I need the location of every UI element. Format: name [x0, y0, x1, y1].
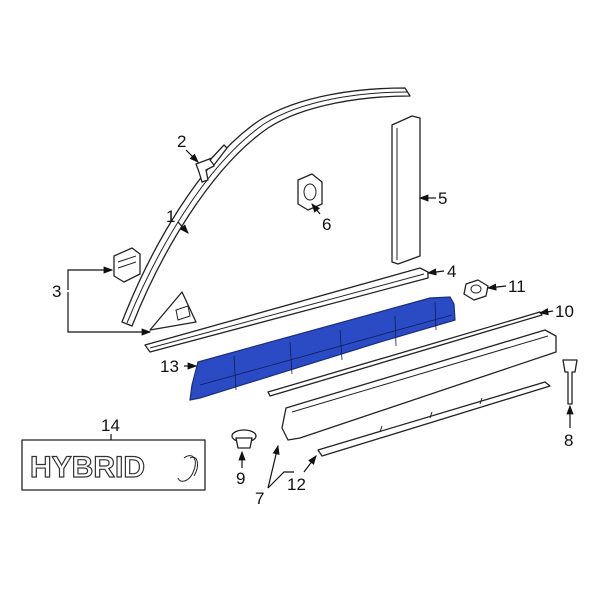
- part-6-bracket[interactable]: [297, 173, 323, 211]
- callout-3: 3: [52, 282, 61, 301]
- part-3-retainer[interactable]: [113, 247, 197, 331]
- part-8-pin[interactable]: [562, 359, 578, 405]
- callout-14: 14: [101, 416, 120, 435]
- callout-10: 10: [555, 302, 574, 321]
- callout-6: 6: [322, 215, 331, 234]
- part-7-rocker-molding[interactable]: [281, 329, 557, 441]
- part-14-hybrid-emblem[interactable]: HYBRID: [21, 439, 206, 491]
- part-11-nut[interactable]: [463, 279, 489, 301]
- part-2-clip[interactable]: [195, 144, 228, 183]
- callout-11: 11: [508, 277, 526, 296]
- leader-lines: [67, 149, 574, 489]
- part-5-pillar-applique[interactable]: [391, 115, 421, 265]
- callout-12: 12: [287, 475, 306, 494]
- callout-8: 8: [564, 431, 573, 450]
- emblem-lettering: HYBRID: [30, 451, 145, 484]
- callout-9: 9: [236, 469, 245, 488]
- callout-5: 5: [438, 189, 447, 208]
- highlight-shape: [189, 296, 456, 401]
- callout-2: 2: [177, 132, 186, 151]
- callout-13: 13: [160, 357, 179, 376]
- callout-7: 7: [255, 489, 264, 508]
- part-13-rocker-panel-highlighted[interactable]: [189, 296, 456, 401]
- part-12-lower-strip[interactable]: [317, 381, 551, 457]
- callout-4: 4: [447, 262, 456, 281]
- callout-1: 1: [166, 207, 175, 226]
- part-9-clip[interactable]: [231, 429, 257, 449]
